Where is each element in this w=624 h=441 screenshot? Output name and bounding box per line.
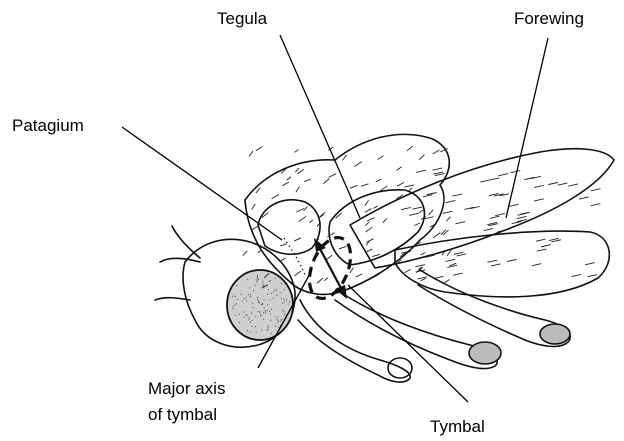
forewing-shape bbox=[350, 149, 614, 268]
leader-patagium bbox=[122, 127, 282, 240]
label-patagium: Patagium bbox=[12, 116, 84, 135]
label-tegula: Tegula bbox=[217, 9, 268, 28]
leader-forewing bbox=[506, 38, 548, 218]
leader-tymbal bbox=[348, 285, 468, 402]
label-major-axis-line2: of tymbal bbox=[148, 405, 217, 424]
compound-eye bbox=[227, 270, 293, 340]
leader-tegula bbox=[280, 35, 360, 218]
label-tymbal: Tymbal bbox=[430, 417, 485, 436]
antenna bbox=[155, 226, 200, 300]
leg-middle-tarsus bbox=[469, 342, 501, 364]
label-major-axis-line1: Major axis bbox=[148, 379, 225, 398]
tymbal-major-axis bbox=[318, 245, 343, 292]
hindwing-shape bbox=[395, 231, 609, 297]
leg-hind-tarsus bbox=[540, 324, 570, 344]
tegula-shape bbox=[329, 190, 424, 265]
label-forewing: Forewing bbox=[514, 9, 584, 28]
moth-illustration bbox=[155, 134, 614, 382]
